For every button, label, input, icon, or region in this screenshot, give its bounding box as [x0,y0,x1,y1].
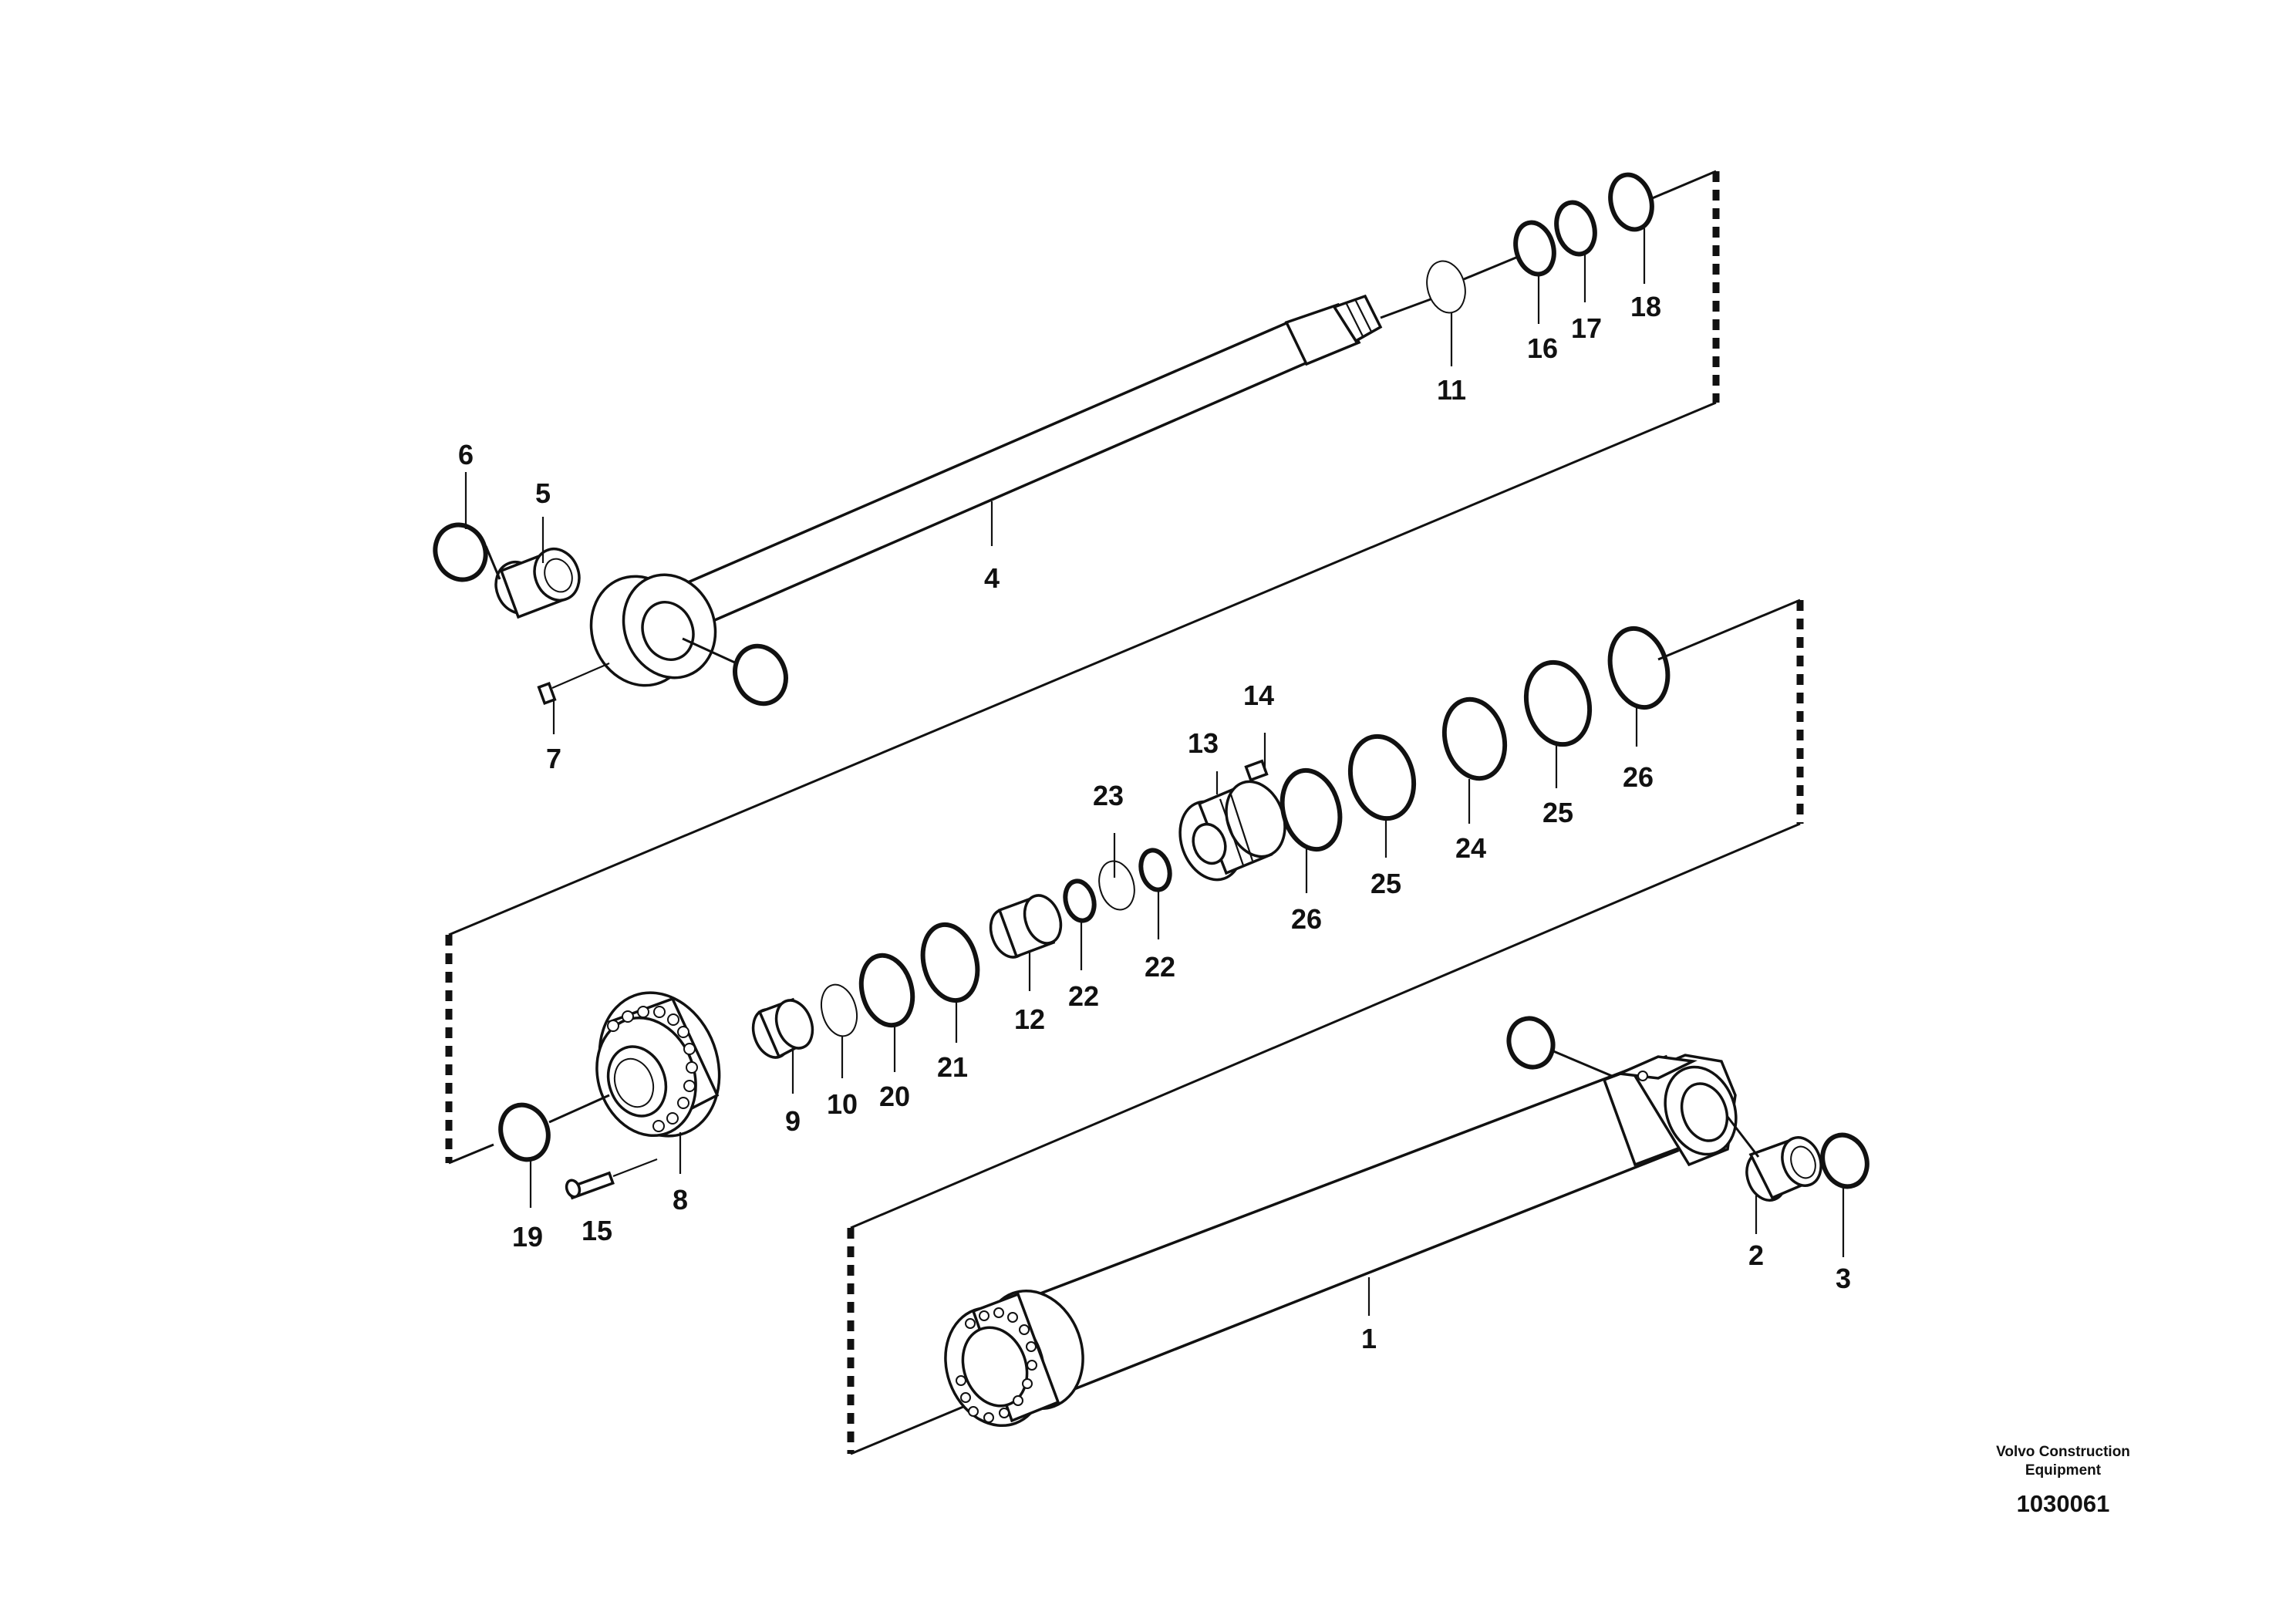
head-bolt-holes [607,1006,698,1132]
callout-19: 19 [512,1221,543,1253]
ring-24 [1441,696,1508,781]
callout-4: 4 [984,562,1000,594]
callout-8: 8 [673,1184,688,1216]
leader-lines [464,228,1845,1316]
callout-17: 17 [1571,312,1602,344]
callout-16: 16 [1527,332,1558,364]
callout-13: 13 [1188,727,1219,759]
piston-rod-assembly [433,294,1431,706]
footer: Volvo Construction Equipment 1030061 [1996,1444,2130,1517]
callout-25b: 25 [1542,797,1573,828]
brand-line-2: Equipment [2025,1462,2102,1479]
document-number: 1030061 [2017,1490,2110,1517]
ring-20 [858,953,915,1028]
callout-labels: 1 2 3 4 5 6 7 8 9 10 11 12 13 14 15 16 1… [458,291,1851,1354]
callout-23: 23 [1093,780,1124,811]
callout-1: 1 [1361,1323,1377,1354]
ring-26b [1607,626,1671,710]
ring-16 [1513,220,1556,277]
callout-2: 2 [1748,1239,1764,1271]
lube-nipple-7 [537,662,610,705]
ring-21 [920,922,980,1003]
callout-21: 21 [937,1051,968,1083]
axis-lines [448,170,1801,1455]
callout-26a: 26 [1291,903,1322,935]
ring-19 [498,1102,551,1162]
ring-25b [1523,659,1593,747]
ring-26a [1279,767,1343,852]
head-bolt-15 [565,1158,658,1200]
callout-10: 10 [827,1088,858,1120]
callout-22b: 22 [1145,951,1175,983]
piston-parts [751,626,1671,1059]
callout-14: 14 [1243,679,1274,711]
set-screw-14 [1244,759,1269,782]
ring-25a [1347,733,1417,821]
callout-5: 5 [535,477,551,509]
tube-bolt-holes [956,1307,1037,1423]
bushing-9 [751,997,814,1059]
ring-23 [1098,860,1135,911]
callout-18: 18 [1630,291,1661,322]
ring-6 [433,522,488,582]
callout-12: 12 [1014,1003,1045,1035]
rod-end-rings [1426,172,1654,314]
ring-10 [820,983,858,1037]
cylinder-tube-assembly [944,1016,1870,1428]
callout-25a: 25 [1371,868,1401,899]
ring-22b [1138,848,1172,892]
ring-17 [1554,200,1597,257]
callout-15: 15 [582,1215,612,1246]
piston-13 [1178,780,1286,882]
ring-22a [1063,878,1097,923]
callout-20: 20 [879,1081,910,1112]
ring-18 [1608,172,1654,232]
rod-eye-ring [733,643,788,706]
break-lines [445,171,1804,1454]
callout-11: 11 [1437,374,1466,406]
base-bushing-2 [1745,1136,1822,1202]
callout-22a: 22 [1068,980,1099,1012]
ring-11 [1426,260,1466,314]
cylinder-head-8 [595,991,721,1138]
callout-3: 3 [1836,1263,1851,1294]
base-eye-ring [1506,1016,1556,1070]
brand-line-1: Volvo Construction [1996,1444,2130,1460]
ring-3 [1820,1132,1870,1189]
callout-9: 9 [785,1105,801,1137]
callout-6: 6 [458,439,474,470]
sleeve-12 [989,894,1063,959]
callout-24: 24 [1455,832,1486,864]
callout-26b: 26 [1623,761,1654,793]
callout-7: 7 [546,743,561,774]
rod-bushing-5 [494,548,581,619]
